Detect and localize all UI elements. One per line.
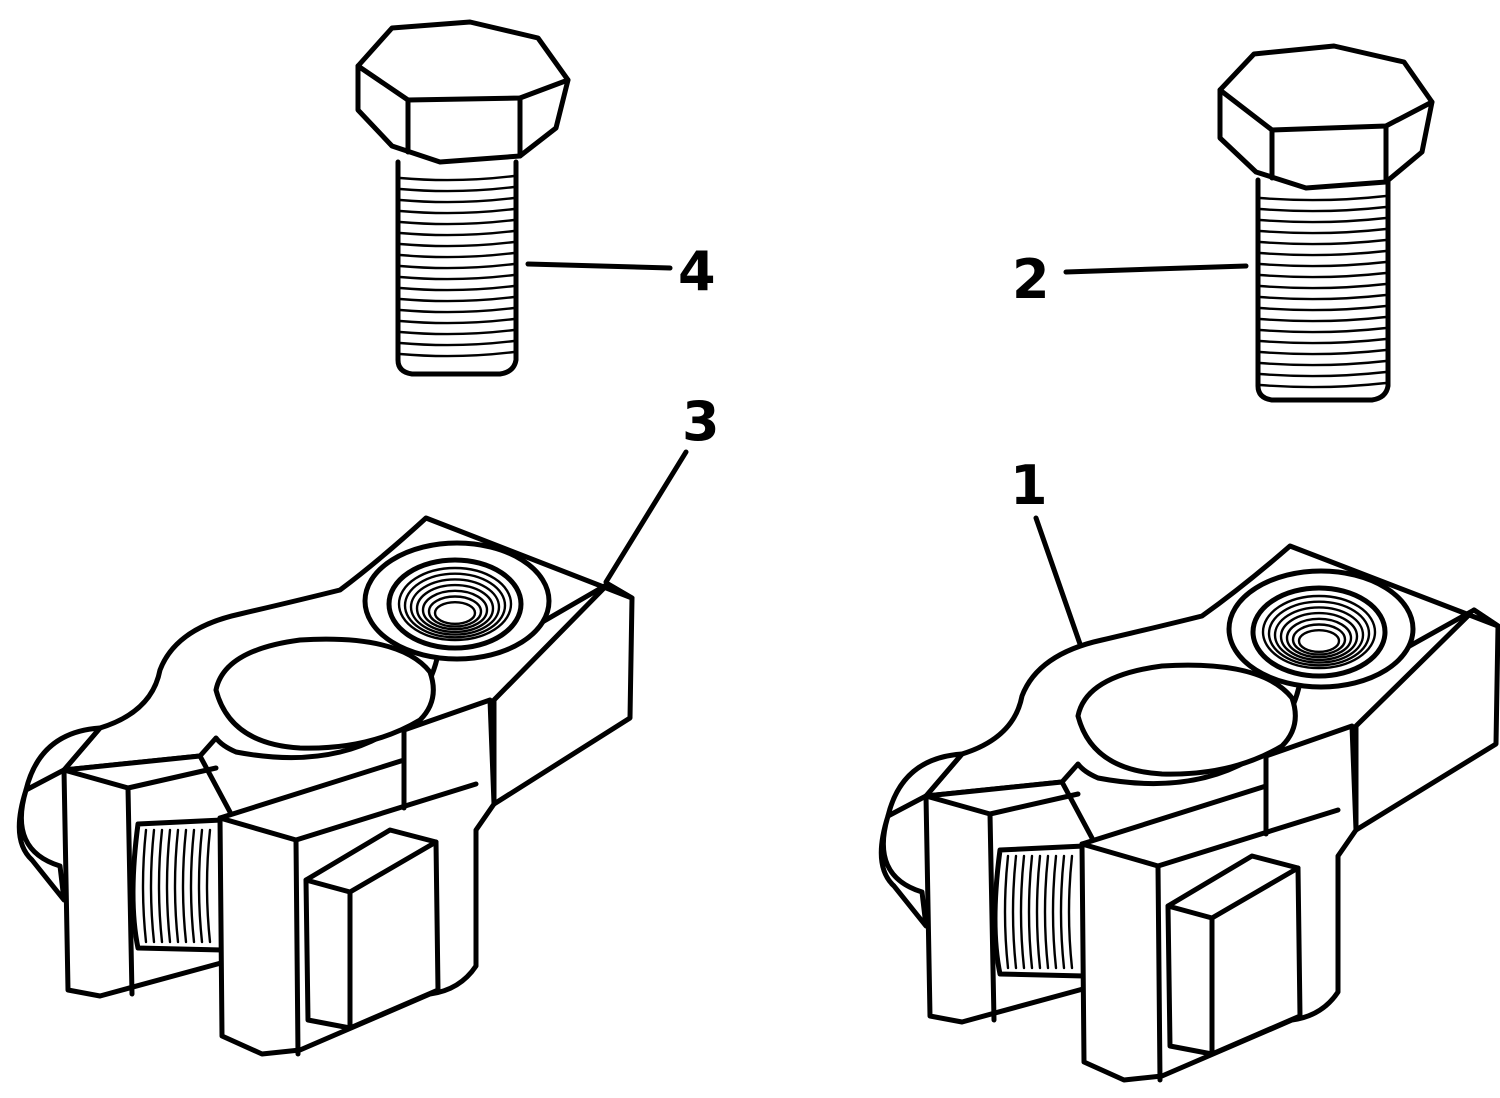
clamp-right-bolt-threads — [1003, 854, 1074, 970]
leader-line-2 — [1063, 263, 1249, 275]
terminal-clamp-left — [16, 515, 635, 1057]
callout-1: 1 — [1010, 454, 1048, 517]
clamp-right-threaded-hole — [1261, 594, 1377, 670]
bolt-left — [355, 19, 571, 377]
clamp-left-threaded-hole — [397, 566, 513, 642]
leader-line-1 — [1033, 515, 1083, 647]
callout-4: 4 — [678, 240, 716, 303]
leader-line-3 — [603, 449, 689, 585]
terminal-clamp-right — [878, 543, 1500, 1083]
bolt-right-threads — [1258, 194, 1388, 389]
clamp-left-bolt-threads — [141, 828, 212, 944]
callout-2: 2 — [1012, 248, 1050, 311]
leader-line-4 — [525, 261, 673, 271]
bolt-left-threads — [398, 174, 516, 358]
bolt-right — [1217, 43, 1435, 403]
callout-3: 3 — [682, 390, 720, 453]
